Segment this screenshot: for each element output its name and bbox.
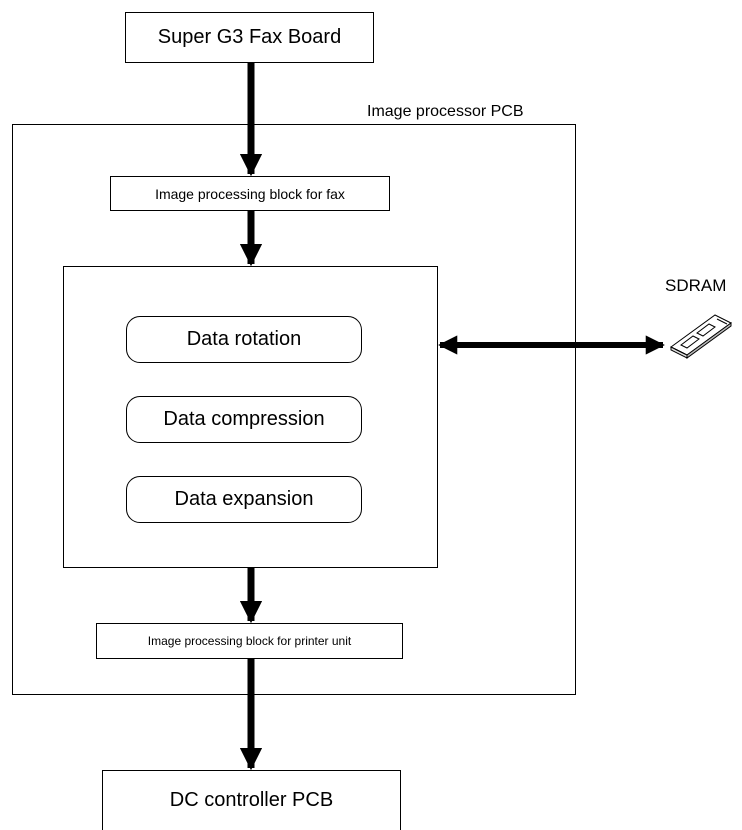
printer-processing-block-label: Image processing block for printer unit <box>147 634 352 648</box>
data-compression-node: Data compression <box>126 396 362 443</box>
data-rotation-label: Data rotation <box>186 328 302 350</box>
dc-controller-label: DC controller PCB <box>169 789 334 811</box>
data-rotation-node: Data rotation <box>126 316 362 363</box>
dc-controller-node: DC controller PCB <box>102 770 401 830</box>
fax-processing-block: Image processing block for fax <box>110 176 390 211</box>
data-compression-label: Data compression <box>163 408 325 430</box>
fax-processing-block-label: Image processing block for fax <box>155 185 345 202</box>
printer-processing-block: Image processing block for printer unit <box>96 623 403 659</box>
data-expansion-node: Data expansion <box>126 476 362 523</box>
memory-module-icon <box>670 314 732 359</box>
data-expansion-label: Data expansion <box>174 488 314 510</box>
image-processor-pcb-label: Image processor PCB <box>367 103 524 120</box>
fax-board-node: Super G3 Fax Board <box>125 12 374 63</box>
fax-board-label: Super G3 Fax Board <box>157 26 342 48</box>
sdram-label: SDRAM <box>665 276 727 295</box>
